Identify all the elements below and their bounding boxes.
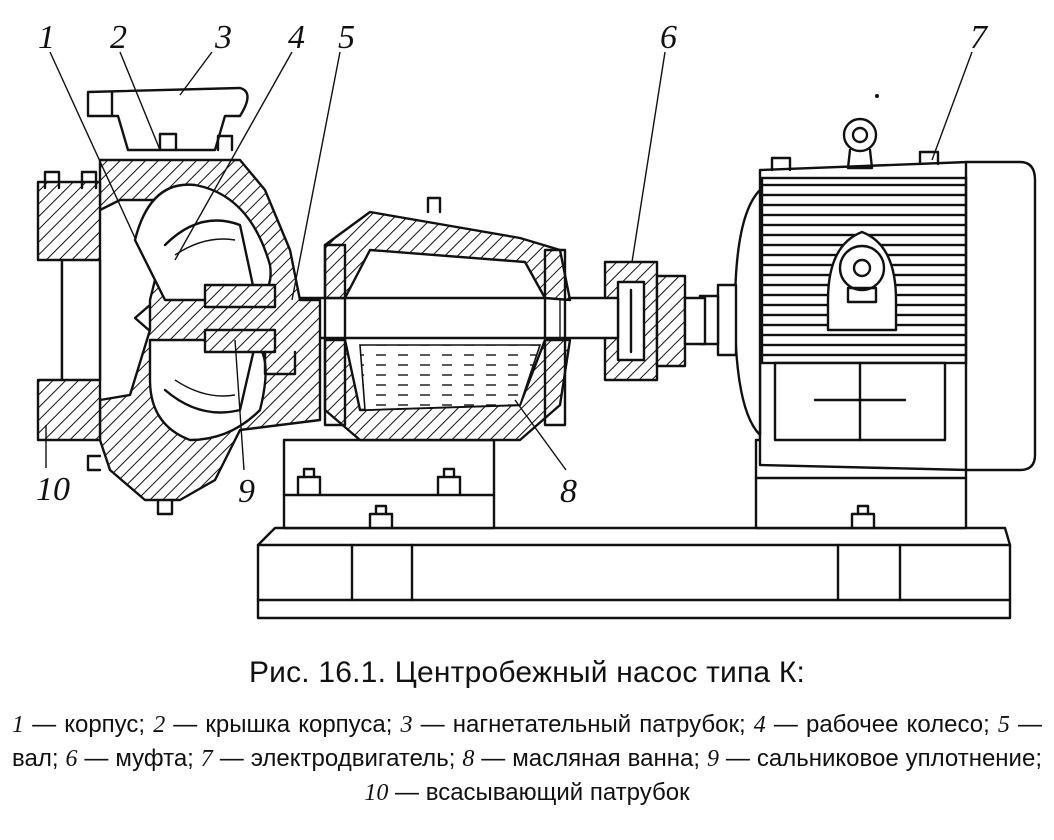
callout-2: 2 (110, 19, 127, 56)
legend-item: 4 — рабочее колесо; (753, 711, 990, 738)
caption-title: Рис. 16.1. Центробежный насос типа К: (248, 656, 806, 689)
callout-7: 7 (970, 19, 989, 56)
caption-legend: 1 — корпус; 2 — крышка корпуса; 3 — нагн… (12, 708, 1042, 810)
legend-item: 6 — муфта; (65, 745, 194, 772)
legend-item: 9 — сальниковое уплотнение; (706, 745, 1042, 772)
callout-1: 1 (38, 19, 55, 56)
legend-item: 2 — крышка корпуса; (153, 711, 393, 738)
callout-9: 9 (238, 473, 255, 510)
callout-6: 6 (660, 19, 677, 56)
callout-10: 10 (36, 471, 70, 508)
callout-8: 8 (560, 473, 577, 510)
legend-item: 1 — корпус; (12, 711, 146, 738)
legend-item: 5 — вал; (12, 711, 1042, 772)
pump-drawing: 1 2 3 4 5 6 7 8 9 10 (36, 19, 1037, 620)
coupling (603, 260, 707, 382)
callout-3: 3 (214, 19, 232, 56)
callout-5: 5 (338, 19, 355, 56)
callout-labels: 1 2 3 4 5 6 7 8 9 10 (36, 19, 989, 510)
legend-item: 7 — электродвигатель; (200, 745, 456, 772)
electric-motor (698, 94, 1037, 472)
bearing-housing (323, 196, 572, 442)
legend-item: 3 — нагнетательный патрубок; (400, 711, 746, 738)
pump-casing (36, 86, 322, 516)
legend-item: 10 — всасывающий патрубок (364, 779, 690, 806)
figure-caption: Рис. 16.1. Центробежный насос типа К: 1 … (0, 648, 1054, 810)
callout-4: 4 (288, 19, 305, 56)
legend-item: 8 — масляная ванна; (462, 745, 700, 772)
